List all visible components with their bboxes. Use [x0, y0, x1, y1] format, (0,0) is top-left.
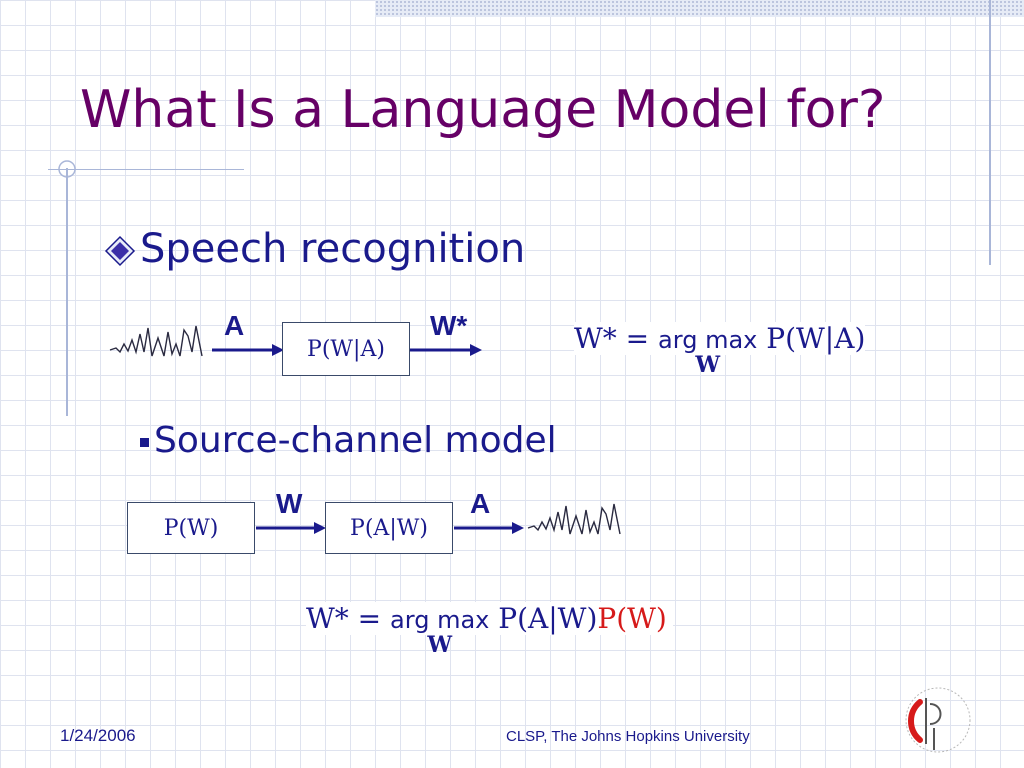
equation-2-term-2: P(W)	[597, 602, 667, 635]
equation-1-rhs: P(W|A)	[766, 322, 866, 355]
bullet-2-text: Source-channel model	[154, 420, 557, 461]
diagram-1-output-label: W*	[430, 310, 468, 341]
waveform-icon-2	[527, 503, 621, 535]
diagram-2-label-2: A	[470, 488, 491, 519]
arrow-2	[410, 344, 482, 356]
equation-2-term-1: P(A|W)	[498, 602, 598, 635]
equation-2-subscript: W	[427, 632, 453, 658]
top-decorative-band	[375, 0, 1024, 17]
title-underline-rule	[48, 169, 244, 170]
square-bullet-icon	[140, 437, 149, 447]
equation-1: W* = arg max W P(W|A)	[574, 322, 866, 378]
equation-1-lhs: W* =	[574, 322, 650, 355]
footer-organization: CLSP, The Johns Hopkins University	[506, 728, 750, 745]
diagram-1-input-label: A	[224, 310, 245, 341]
arrow-3	[256, 522, 326, 534]
equation-1-subscript: W	[695, 352, 721, 378]
equation-2-lhs: W* =	[306, 602, 382, 635]
diagram-1-box: P(W|A)	[282, 322, 410, 376]
footer-date: 1/24/2006	[60, 726, 136, 745]
equation-2-argmax: arg max W	[390, 606, 490, 658]
diagram-2-box-1: P(W)	[127, 502, 255, 554]
bullet-source-channel: Source-channel model	[140, 420, 557, 461]
equation-1-argmax: arg max W	[658, 326, 758, 378]
clsp-logo	[905, 687, 971, 753]
diagram-2-box-2: P(A|W)	[325, 502, 453, 554]
equation-2: W* = arg max W P(A|W)P(W)	[306, 602, 673, 658]
left-vertical-rule	[66, 168, 68, 416]
arrow-4	[454, 522, 524, 534]
diagram-2-label-1: W	[276, 488, 303, 519]
bullet-speech-recognition: Speech recognition	[104, 226, 525, 272]
right-vertical-rule	[989, 0, 991, 265]
bullet-1-text: Speech recognition	[140, 226, 526, 272]
arrow-1	[212, 344, 284, 356]
waveform-icon-1	[109, 325, 203, 357]
diamond-bullet-icon	[104, 235, 136, 267]
equation-1-operator: arg max	[658, 326, 758, 354]
crosshair-icon	[58, 160, 76, 178]
slide-title: What Is a Language Model for?	[80, 80, 886, 140]
equation-2-operator: arg max	[390, 606, 490, 634]
